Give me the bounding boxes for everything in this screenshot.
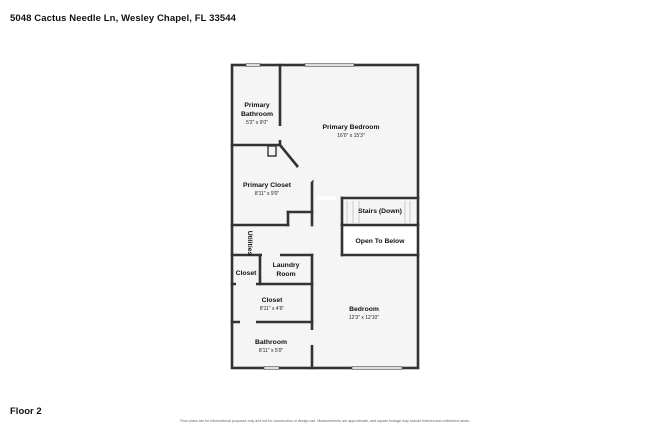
bedroom-name: Bedroom bbox=[349, 306, 379, 313]
primary-bedroom-dims: 16'0" x 15'3" bbox=[337, 133, 365, 139]
laundry-name-line2: Room bbox=[276, 271, 295, 278]
laundry-name-line1: Laundry bbox=[273, 262, 300, 269]
window-primary-bedroom bbox=[304, 63, 355, 67]
primary-bedroom-name: Primary Bedroom bbox=[322, 124, 379, 131]
notch-detail bbox=[267, 145, 277, 157]
floor-fill bbox=[233, 66, 418, 368]
primary-closet-name: Primary Closet bbox=[243, 182, 292, 189]
closet-name: Closet bbox=[262, 297, 284, 304]
door-openings bbox=[236, 126, 336, 345]
primary-closet-dims: 8'11" x 9'0" bbox=[255, 191, 279, 197]
floor-label: Floor 2 bbox=[10, 406, 42, 417]
primary-bathroom-dims: 5'2" x 9'0" bbox=[246, 120, 268, 126]
stair-treads bbox=[346, 201, 411, 223]
stairs-name: Stairs (Down) bbox=[358, 208, 402, 215]
bedroom-dims: 12'3" x 12'10" bbox=[349, 315, 379, 321]
primary-bathroom-name-line2: Bathroom bbox=[241, 111, 273, 118]
primary-bathroom-name-line1: Primary bbox=[244, 102, 270, 109]
wall-closet-diagonal bbox=[278, 143, 300, 169]
disclaimer-text: Floor plans are for informational purpos… bbox=[180, 419, 470, 423]
closet-dims: 8'11" x 4'6" bbox=[260, 306, 284, 312]
window-bathroom bbox=[263, 366, 280, 370]
bathroom-name: Bathroom bbox=[255, 339, 287, 346]
open-to-below-name: Open To Below bbox=[356, 238, 406, 245]
bathroom-dims: 8'11" x 5'0" bbox=[259, 348, 283, 354]
window-bedroom bbox=[351, 366, 403, 370]
windows bbox=[245, 63, 403, 370]
property-address: 5048 Cactus Needle Ln, Wesley Chapel, FL… bbox=[10, 13, 237, 24]
open-to-below-fill bbox=[342, 227, 417, 255]
closet-small-name: Closet bbox=[236, 270, 258, 277]
window-primary-bath bbox=[245, 63, 261, 67]
utilities-name: Utilities bbox=[246, 231, 253, 256]
